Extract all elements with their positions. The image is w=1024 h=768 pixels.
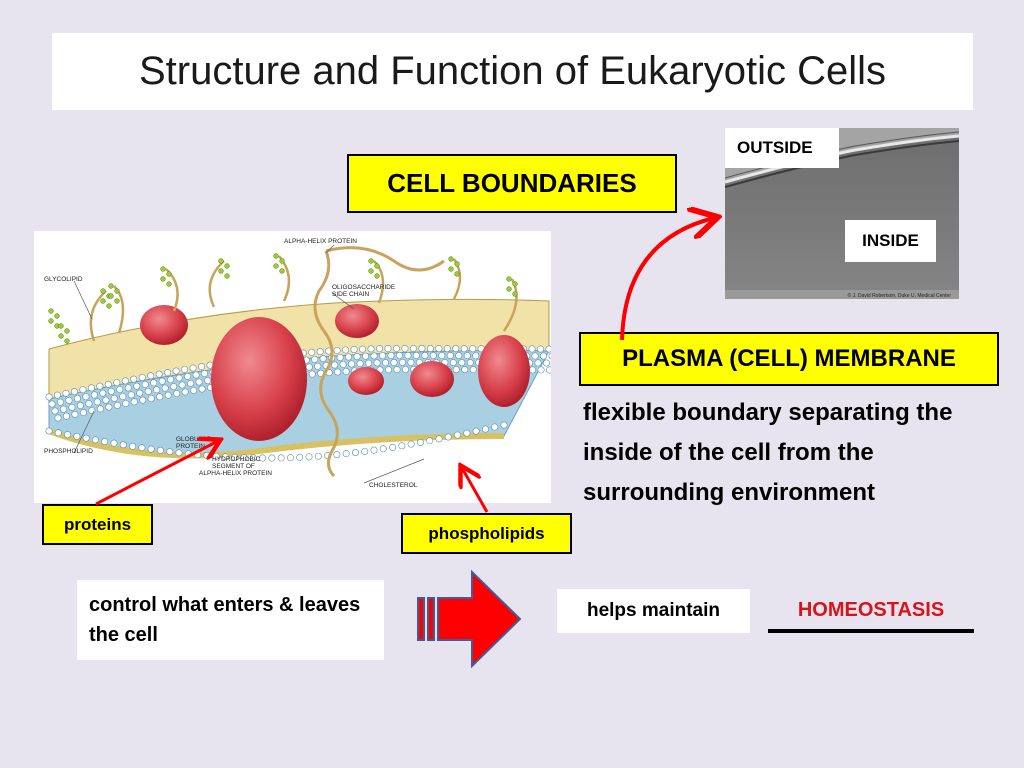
label-globular: GLOBULAR — [176, 436, 212, 443]
inside-label: INSIDE — [845, 220, 936, 262]
label-phospholipid: PHOSPHOLIPID — [44, 448, 93, 455]
phospholipid-heads-bottom — [45, 421, 508, 462]
title-box: Structure and Function of Eukaryotic Cel… — [52, 33, 973, 110]
phospholipids-label: phospholipids — [401, 513, 572, 554]
glycolipid-beads — [48, 253, 518, 344]
homeostasis-box: HOMEOSTASIS — [797, 598, 945, 621]
label-side-chain: SIDE CHAIN — [332, 291, 370, 298]
label-alpha-helix: ALPHA-HELIX PROTEIN — [284, 238, 357, 245]
globular-protein — [348, 367, 384, 395]
globular-protein — [478, 335, 530, 407]
membrane-pointer-arrow — [620, 218, 714, 341]
label-glycolipid: GLYCOLIPID — [44, 276, 83, 283]
membrane-diagram: GLYCOLIPID ALPHA-HELIX PROTEIN OLIGOSACC… — [34, 231, 562, 503]
block-arrow — [417, 569, 522, 669]
micrograph-credit: © J. David Robertson, Duke U. Medical Ce… — [848, 292, 952, 299]
label-oligosaccharide: OLIGOSACCHARIDE — [332, 284, 396, 291]
label-segment-of: SEGMENT OF — [212, 463, 255, 470]
proteins-label: proteins — [42, 504, 153, 545]
control-text-box: control what enters & leaves the cell — [77, 580, 384, 660]
label-alpha-helix-protein: ALPHA-HELIX PROTEIN — [199, 470, 272, 477]
plasma-membrane-label: PLASMA (CELL) MEMBRANE — [579, 332, 999, 386]
globular-protein — [410, 361, 454, 397]
label-cholesterol: CHOLESTEROL — [369, 482, 418, 489]
membrane-illustration: GLYCOLIPID ALPHA-HELIX PROTEIN OLIGOSACC… — [44, 238, 562, 489]
outside-label: OUTSIDE — [725, 128, 839, 168]
globular-protein — [335, 304, 379, 338]
slide-title: Structure and Function of Eukaryotic Cel… — [138, 49, 886, 93]
membrane-micrograph: © J. David Robertson, Duke U. Medical Ce… — [724, 128, 960, 299]
helps-maintain-box: helps maintain — [557, 589, 750, 633]
cell-boundaries-label: CELL BOUNDARIES — [347, 154, 677, 213]
alpha-helix-protein — [313, 250, 339, 478]
label-protein: PROTEIN — [176, 443, 205, 450]
homeostasis-underline — [768, 629, 974, 633]
membrane-description: flexible boundary separating the inside … — [583, 399, 953, 506]
globular-protein — [140, 305, 188, 345]
label-hydrophobic: HYDROPHOBIC — [212, 456, 261, 463]
globular-protein-large — [211, 317, 307, 441]
